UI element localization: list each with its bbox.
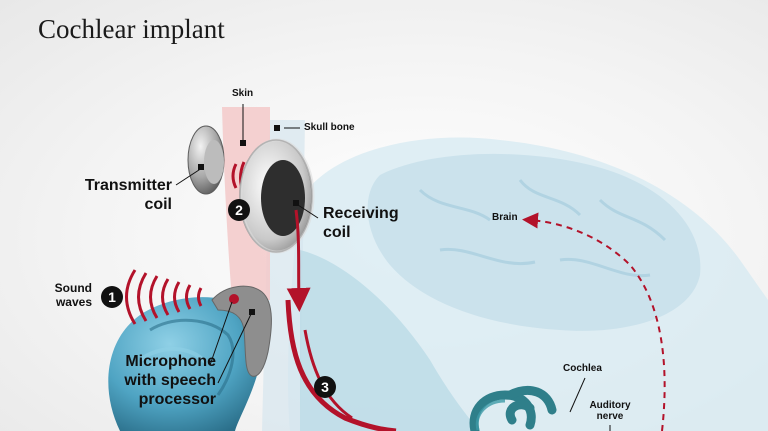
auditory-nerve-label-line1: Auditory [589,400,631,411]
microphone-label-line3: processor [138,391,216,408]
transmitter-coil [187,125,225,195]
transmitter-coil-label-line1: Transmitter [84,177,172,194]
cochlea [469,386,557,431]
skull-bone-label: Skull bone [304,122,355,133]
electrode-lead [286,209,311,312]
microphone-dot [229,294,239,304]
page-title: Cochlear implant [38,14,225,44]
sound-waves-label: Sound waves [36,281,92,309]
receiving-coil-label: Receiving coil [323,204,399,242]
nerve-signal-to-brain [522,212,666,431]
speech-processor [211,285,272,377]
sound-waves-label-line2: waves [55,295,92,309]
transmitter-coil-label-line2: coil [144,196,172,213]
sound-waves [125,269,203,325]
microphone-label: Microphone with speech processor [100,352,216,409]
signal-path-to-cochlea [285,299,397,431]
step-1-badge: 1 [101,286,123,308]
receiving-coil [239,138,315,254]
receiving-coil-label-line2: coil [323,224,351,241]
brain-outline [367,153,701,331]
skin-label: Skin [232,88,254,99]
brain-label: Brain [492,212,518,223]
sound-waves-label-line1: Sound [54,281,92,295]
microphone-label-line1: Microphone [125,353,216,370]
transmitter-coil-label: Transmitter coil [72,176,172,214]
receiving-coil-label-line1: Receiving [323,205,399,222]
microphone-label-line2: with speech [124,372,216,389]
cochlea-label: Cochlea [563,363,602,374]
step-3-badge: 3 [314,376,336,398]
cochlea-leader [569,377,586,413]
step-2-badge: 2 [228,199,250,221]
auditory-nerve-label: Auditory nerve [582,400,638,422]
auditory-nerve-label-line2: nerve [596,411,624,422]
